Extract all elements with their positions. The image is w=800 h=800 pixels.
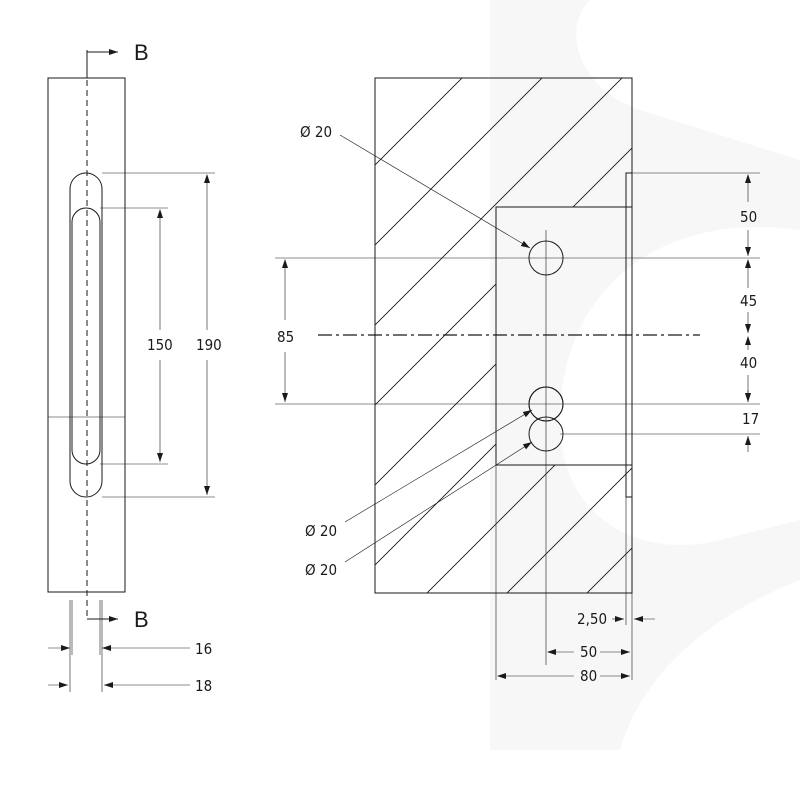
dim-2-50-label: 2,50 xyxy=(577,610,607,628)
dim-right-chain: 50 45 40 17 xyxy=(740,174,759,452)
section-label-bottom: B xyxy=(134,607,149,632)
section-marker-top: B xyxy=(86,40,149,78)
dim-18-label: 18 xyxy=(195,677,212,695)
diameter-leaders: Ø 20 Ø 20 Ø 20 xyxy=(300,123,533,579)
dim-16-label: 16 xyxy=(195,640,212,658)
dim-hole-spacing: 85 xyxy=(277,259,294,402)
dim-150-label: 150 xyxy=(147,336,173,354)
dim-50-label: 50 xyxy=(740,208,757,226)
dim-80-label: 80 xyxy=(580,667,597,685)
inner-slot xyxy=(71,207,101,465)
diameter-label-bot: Ø 20 xyxy=(305,561,337,579)
section-marker-bottom: B xyxy=(87,607,149,632)
dim-50-bottom-label: 50 xyxy=(580,643,597,661)
watermark-logo xyxy=(490,0,800,750)
outer-slot xyxy=(69,172,103,498)
dim-17-label: 17 xyxy=(742,410,759,428)
dim-45-label: 45 xyxy=(740,292,757,310)
dim-bottom: 2,50 50 80 xyxy=(495,465,655,685)
dim-inner-length: 150 xyxy=(100,207,173,465)
diameter-label-top: Ø 20 xyxy=(300,123,332,141)
left-view: B B 150 190 1 xyxy=(47,40,222,695)
dim-190-label: 190 xyxy=(196,336,222,354)
dim-40-label: 40 xyxy=(740,354,757,372)
dim-85-label: 85 xyxy=(277,328,294,346)
dim-outer-length: 190 xyxy=(102,172,222,498)
section-label-top: B xyxy=(134,40,149,65)
diameter-label-mid: Ø 20 xyxy=(305,522,337,540)
dim-widths: 16 18 xyxy=(48,600,212,695)
